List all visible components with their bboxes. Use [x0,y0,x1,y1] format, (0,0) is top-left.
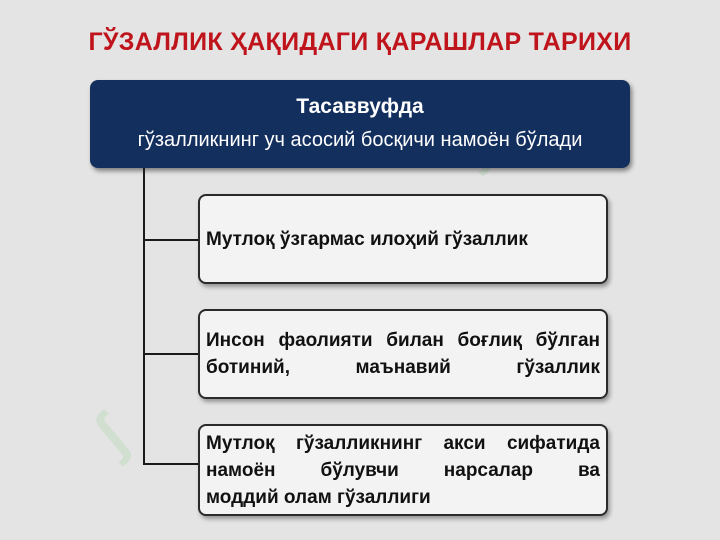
stage-box-3: Мутлоқ гўзалликнинг акси сифатида намоён… [198,424,608,516]
stage-2-line-2: ботиний, маънавий гўзаллик [206,357,600,378]
header-title: Тасаввуфда [296,95,424,118]
vertical-connector [143,168,145,464]
branch-connector-1 [143,239,198,241]
watermark-logo: ʃ [80,402,140,467]
stage-box-2: Инсон фаолияти билан боғлиқ бўлган ботин… [198,309,608,399]
branch-connector-2 [143,353,198,355]
header-box: Тасаввуфда гўзалликнинг уч асосий босқич… [90,80,630,168]
stage-1-line-1: Мутлоқ ўзгармас илоҳий гўзаллик [206,228,528,250]
page-title: ГЎЗАЛЛИК ҲАҚИДАГИ ҚАРАШЛАР ТАРИХИ [88,28,632,56]
stage-box-1: Мутлоқ ўзгармас илоҳий гўзаллик [198,194,608,284]
stage-3-line-1: Мутлоқ гўзалликнинг акси сифатида [206,432,600,454]
stage-3-line-3: моддий олам гўзаллиги [206,486,431,508]
header-subtitle: гўзалликнинг уч асосий босқичи намоён бў… [137,129,583,151]
stage-2-line-1: Инсон фаолияти билан боғлиқ бўлган [206,330,600,351]
branch-connector-3 [143,463,198,465]
stage-3-line-2: намоён бўлувчи нарсалар ва [206,459,600,481]
